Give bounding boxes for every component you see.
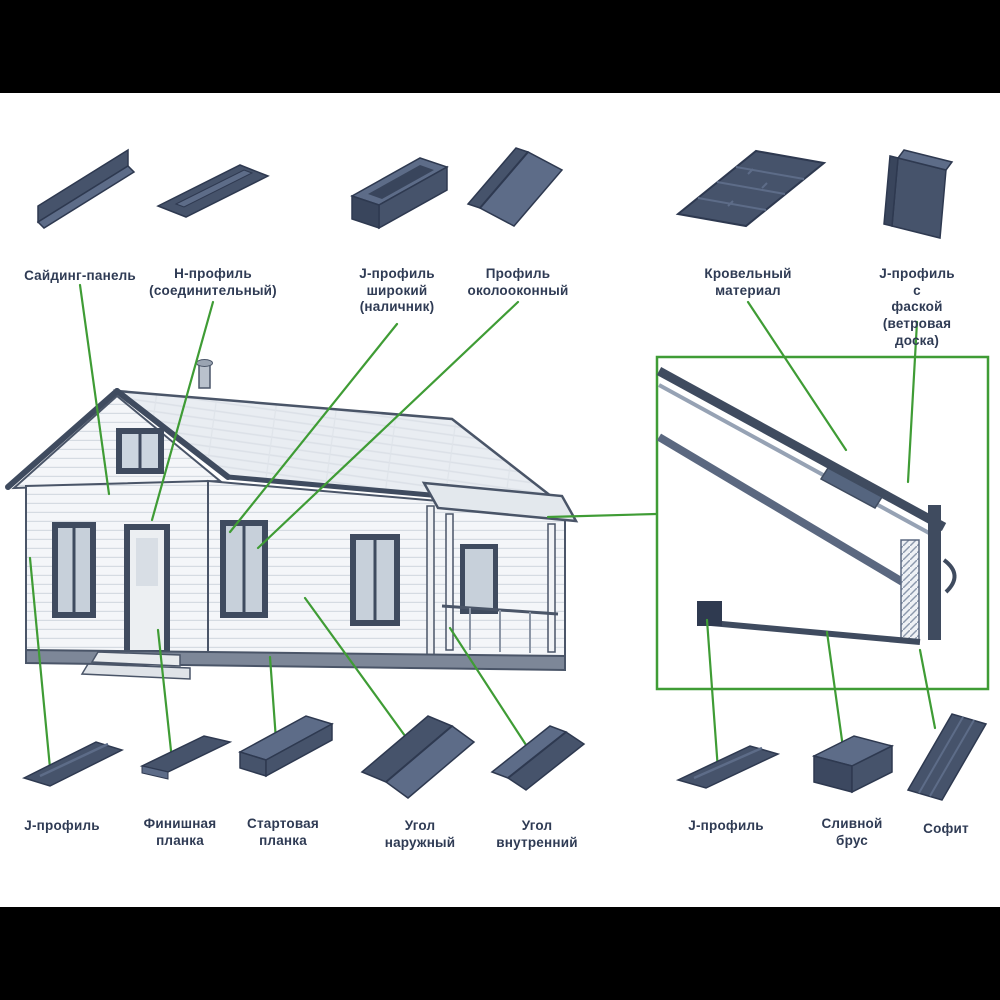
- siding-panel-icon: [36, 148, 136, 229]
- label-j-profile: J-профиль: [24, 818, 100, 833]
- entrance-door: [124, 524, 170, 656]
- label-roofing-material: Кровельный материал: [704, 266, 792, 298]
- label-siding-panel: Сайдинг-панель: [24, 268, 136, 283]
- label-h-profile: Н-профиль (соединительный): [149, 266, 277, 298]
- j-profile-wide-icon: [350, 157, 449, 230]
- detail-inset: [655, 355, 990, 691]
- inner-corner-icon: [490, 725, 586, 791]
- outer-corner-icon: [360, 715, 476, 799]
- label-j-profile-chamfer: J-профиль с фаской (ветровая доска): [879, 266, 955, 348]
- soffit-icon: [906, 713, 988, 801]
- label-j-profile-soffit: J-профиль: [688, 818, 764, 833]
- label-finish-strip: Финишная планка: [143, 816, 217, 848]
- j-profile-soffit-icon: [675, 745, 781, 789]
- detail-fascia: [928, 505, 941, 640]
- roof-vent: [198, 363, 211, 389]
- detail-shingle-sample: [819, 467, 884, 509]
- front-window-2: [350, 534, 400, 626]
- finish-strip-icon: [139, 735, 233, 780]
- label-window-profile: Профиль околооконный: [467, 266, 569, 298]
- label-inner-corner: Угол внутренний: [496, 818, 578, 850]
- left-wall-window: [52, 522, 96, 618]
- roof-vent-cap: [196, 359, 213, 367]
- door-steps: [80, 651, 191, 680]
- detail-gutter: [942, 558, 957, 594]
- connector-lines: [28, 283, 937, 772]
- label-j-profile-wide: J-профиль широкий (наличник): [359, 266, 435, 315]
- drain-bar-icon: [811, 735, 895, 794]
- detail-wall-hatch: [900, 539, 920, 643]
- j-profile-icon: [21, 741, 125, 787]
- house-illustration: [5, 359, 579, 680]
- front-window-1: [220, 520, 268, 618]
- j-profile-chamfer-icon: [883, 149, 954, 239]
- attic-window: [116, 428, 164, 474]
- label-soffit: Софит: [923, 821, 969, 836]
- detail-soffit: [699, 619, 921, 645]
- porch: [421, 481, 579, 653]
- h-profile-icon: [156, 164, 270, 218]
- downpipe: [426, 505, 435, 657]
- label-outer-corner: Угол наружный: [384, 818, 456, 850]
- starter-strip-icon: [238, 715, 334, 778]
- roof-edge-right: [114, 388, 231, 480]
- label-starter-strip: Стартовая планка: [247, 816, 319, 848]
- detail-j-corner: [697, 601, 722, 626]
- roofing-material-icon: [675, 149, 827, 228]
- label-drain-bar: Сливной брус: [821, 816, 883, 848]
- roof-edge-left: [5, 388, 120, 490]
- window-profile-icon: [466, 147, 564, 227]
